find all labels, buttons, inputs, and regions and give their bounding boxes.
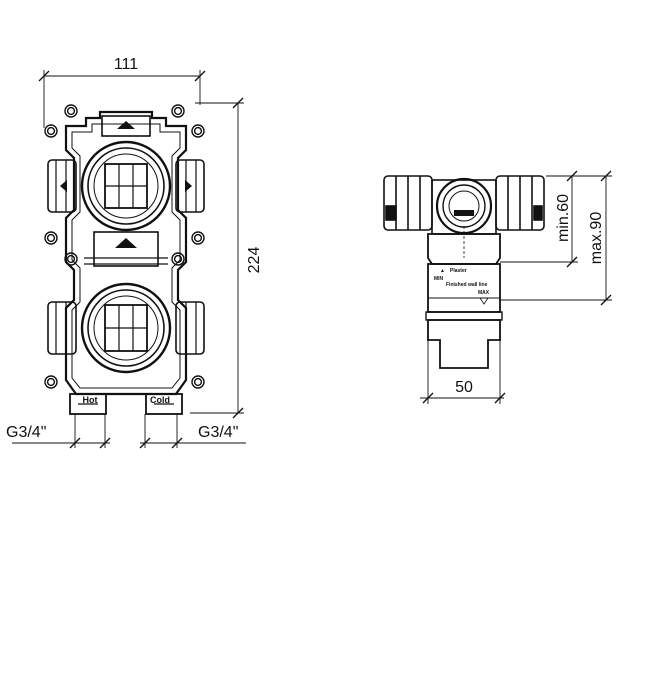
- min-label: MIN: [434, 276, 444, 282]
- side-view: ▲ Plaster MIN Finished wall line MAX min…: [383, 170, 612, 404]
- inlet-ports: Hot Cold: [69, 393, 183, 415]
- lower-side-outlets: [47, 301, 205, 355]
- side-width-dimension: 50: [420, 340, 506, 404]
- up-arrow-icon: [117, 121, 135, 129]
- left-arrow-icon: [60, 180, 67, 192]
- cold-inlet-label: Cold: [150, 395, 170, 405]
- min-depth-dimension: min.60: [500, 170, 578, 268]
- right-arrow-icon: [185, 180, 192, 192]
- upper-cap: [101, 115, 151, 137]
- min-depth-label: min.60: [555, 194, 572, 242]
- mounting-lugs: [44, 104, 205, 389]
- side-right-nut: [495, 175, 545, 231]
- thread-dimension-left: G3/4": [6, 414, 111, 449]
- side-left-nut: [383, 175, 433, 231]
- width-dimension-label: 111: [114, 56, 138, 73]
- finished-wall-label: Finished wall line: [446, 282, 488, 288]
- side-center-port: [431, 177, 497, 258]
- plaster-label: Plaster: [450, 268, 467, 274]
- upper-cartridge: [80, 140, 172, 232]
- side-body: ▲ Plaster MIN Finished wall line MAX: [425, 233, 503, 369]
- front-view: 111 224: [6, 56, 263, 449]
- side-width-label: 50: [455, 379, 473, 396]
- thread-left-label: G3/4": [6, 424, 46, 441]
- max-depth-dimension: max.90: [500, 170, 612, 306]
- upper-side-outlets: [47, 159, 205, 213]
- height-dimension-front: 224: [190, 97, 263, 419]
- max-label: MAX: [478, 290, 490, 296]
- middle-diverter: [84, 231, 168, 267]
- width-dimension-front: 111: [38, 56, 206, 128]
- max-depth-label: max.90: [588, 212, 605, 265]
- thread-right-label: G3/4": [198, 424, 238, 441]
- lower-cartridge: [80, 282, 172, 374]
- hot-inlet-label: Hot: [83, 395, 98, 405]
- thread-dimension-right: G3/4": [139, 414, 246, 449]
- height-dimension-label: 224: [246, 247, 263, 274]
- svg-text:▲: ▲: [440, 268, 445, 274]
- diverter-arrow-icon: [115, 238, 137, 248]
